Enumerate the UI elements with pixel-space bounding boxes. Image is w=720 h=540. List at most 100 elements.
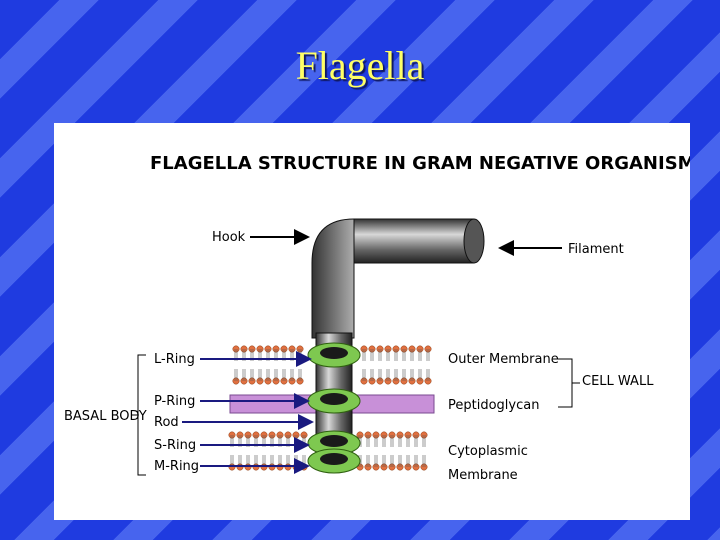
- lipid-head: [296, 377, 304, 385]
- lipid-head: [360, 345, 368, 353]
- peptidoglycan-label: Peptidoglycan: [448, 398, 539, 413]
- lipid-head: [408, 345, 416, 353]
- lipid-tail: [426, 369, 430, 381]
- filament-end: [463, 218, 485, 264]
- lipid-head: [264, 345, 272, 353]
- lipid-head: [272, 345, 280, 353]
- lipid-head: [272, 377, 280, 385]
- lipid-tail: [370, 349, 374, 361]
- lipid-head: [268, 431, 276, 439]
- lipid-head: [288, 377, 296, 385]
- lipid-head: [384, 377, 392, 385]
- lipid-head: [424, 345, 432, 353]
- outer-membrane-label: Outer Membrane: [448, 352, 559, 367]
- p-ring-label: P-Ring: [154, 394, 195, 409]
- lipid-tail: [378, 369, 382, 381]
- lipid-head: [384, 345, 392, 353]
- lipid-head: [240, 345, 248, 353]
- lipid-head: [244, 431, 252, 439]
- lipid-head: [372, 463, 380, 471]
- lipid-head: [424, 377, 432, 385]
- rod-label: Rod: [154, 415, 179, 430]
- lipid-head: [356, 431, 364, 439]
- lipid-tail: [290, 369, 294, 381]
- lipid-head: [264, 377, 272, 385]
- s-ring-label: S-Ring: [154, 438, 196, 453]
- lipid-tail: [390, 435, 394, 447]
- diagram-panel: FLAGELLA STRUCTURE IN GRAM NEGATIVE ORGA…: [54, 123, 690, 520]
- lipid-head: [388, 431, 396, 439]
- lipid-tail: [402, 349, 406, 361]
- l-ring-label: L-Ring: [154, 352, 195, 367]
- lipid-head: [396, 463, 404, 471]
- lipid-head: [236, 431, 244, 439]
- diagram-heading: FLAGELLA STRUCTURE IN GRAM NEGATIVE ORGA…: [150, 153, 690, 174]
- lipid-tail: [382, 455, 386, 467]
- lipid-tail: [366, 455, 370, 467]
- lipid-head: [380, 463, 388, 471]
- lipid-head: [416, 345, 424, 353]
- lipid-tail: [422, 435, 426, 447]
- lipid-tail: [394, 349, 398, 361]
- lipid-head: [256, 345, 264, 353]
- lipid-head: [248, 345, 256, 353]
- lipid-head: [412, 463, 420, 471]
- lipid-tail: [406, 455, 410, 467]
- lipid-head: [380, 431, 388, 439]
- lipid-tail: [282, 369, 286, 381]
- lipid-head: [412, 431, 420, 439]
- l-ring: [307, 342, 361, 368]
- lipid-head: [256, 377, 264, 385]
- hook-label: Hook: [212, 230, 246, 245]
- lipid-tail: [378, 349, 382, 361]
- lipid-tail: [406, 435, 410, 447]
- lipid-tail: [274, 369, 278, 381]
- lipid-head: [368, 377, 376, 385]
- lipid-tail: [390, 455, 394, 467]
- cytoplasmic-label-2: Membrane: [448, 468, 518, 483]
- lipid-head: [400, 377, 408, 385]
- filament-shape: [353, 218, 475, 264]
- lipid-head: [280, 377, 288, 385]
- lipid-head: [420, 431, 428, 439]
- lipid-head: [404, 463, 412, 471]
- cell-wall-label: CELL WALL: [582, 374, 654, 389]
- lipid-head: [296, 345, 304, 353]
- lipid-head: [228, 431, 236, 439]
- lipid-tail: [426, 349, 430, 361]
- lipid-head: [288, 345, 296, 353]
- lipid-tail: [398, 435, 402, 447]
- slide-title: Flagella: [295, 43, 425, 88]
- lipid-head: [388, 463, 396, 471]
- s-ring: [307, 430, 361, 456]
- flagella-diagram: FLAGELLA STRUCTURE IN GRAM NEGATIVE ORGA…: [64, 153, 690, 483]
- lipid-head: [232, 377, 240, 385]
- lipid-head: [416, 377, 424, 385]
- lipid-head: [232, 345, 240, 353]
- lipid-head: [408, 377, 416, 385]
- lipid-tail: [374, 455, 378, 467]
- lipid-tail: [298, 369, 302, 381]
- lipid-head: [284, 431, 292, 439]
- lipid-tail: [266, 369, 270, 381]
- lipid-tail: [394, 369, 398, 381]
- m-ring-label: M-Ring: [154, 459, 199, 474]
- lipid-tail: [386, 349, 390, 361]
- lipid-head: [396, 431, 404, 439]
- lipid-head: [292, 431, 300, 439]
- lipid-tail: [374, 435, 378, 447]
- lipid-head: [404, 431, 412, 439]
- lipid-head: [300, 431, 308, 439]
- lipid-tail: [418, 349, 422, 361]
- p-ring: [307, 388, 361, 414]
- lipid-tail: [362, 349, 366, 361]
- lipid-head: [376, 345, 384, 353]
- lipid-tail: [410, 369, 414, 381]
- lipid-tail: [414, 455, 418, 467]
- lipid-tail: [398, 455, 402, 467]
- lipid-tail: [418, 369, 422, 381]
- lipid-tail: [258, 369, 262, 381]
- cell-wall-bracket: [558, 358, 573, 408]
- lipid-head: [276, 431, 284, 439]
- lipid-head: [248, 377, 256, 385]
